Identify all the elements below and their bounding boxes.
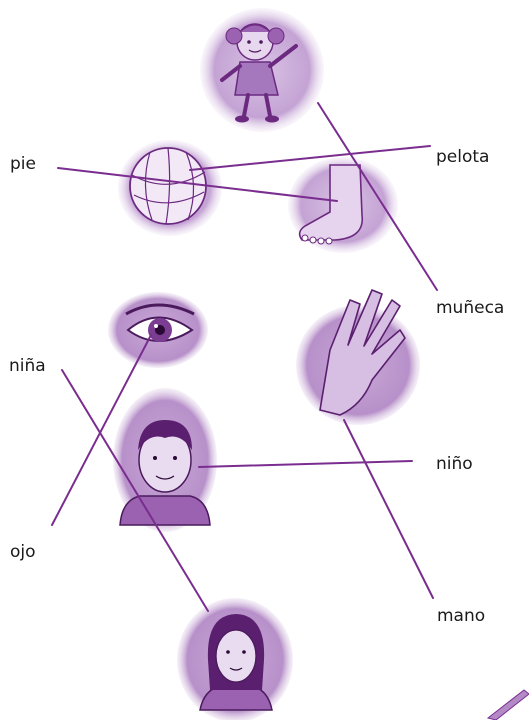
foot-picture [288, 157, 398, 253]
word-nina: niña [9, 356, 46, 376]
line-nino-boy [199, 461, 412, 467]
doll-picture [200, 8, 324, 132]
word-muneca: muñeca [436, 298, 504, 318]
boy-picture [113, 388, 217, 532]
word-nino: niño [436, 454, 473, 474]
eye-picture [108, 292, 208, 368]
pencil-icon [488, 690, 529, 720]
line-mano-hand [344, 420, 433, 598]
hand-picture [296, 290, 420, 425]
word-mano: mano [437, 606, 485, 626]
word-pelota: pelota [436, 147, 489, 167]
word-ojo: ojo [10, 542, 36, 562]
girl-picture [177, 598, 293, 720]
ball-picture [118, 140, 222, 236]
word-pie: pie [10, 154, 36, 174]
line-pelota-ball [190, 146, 430, 170]
